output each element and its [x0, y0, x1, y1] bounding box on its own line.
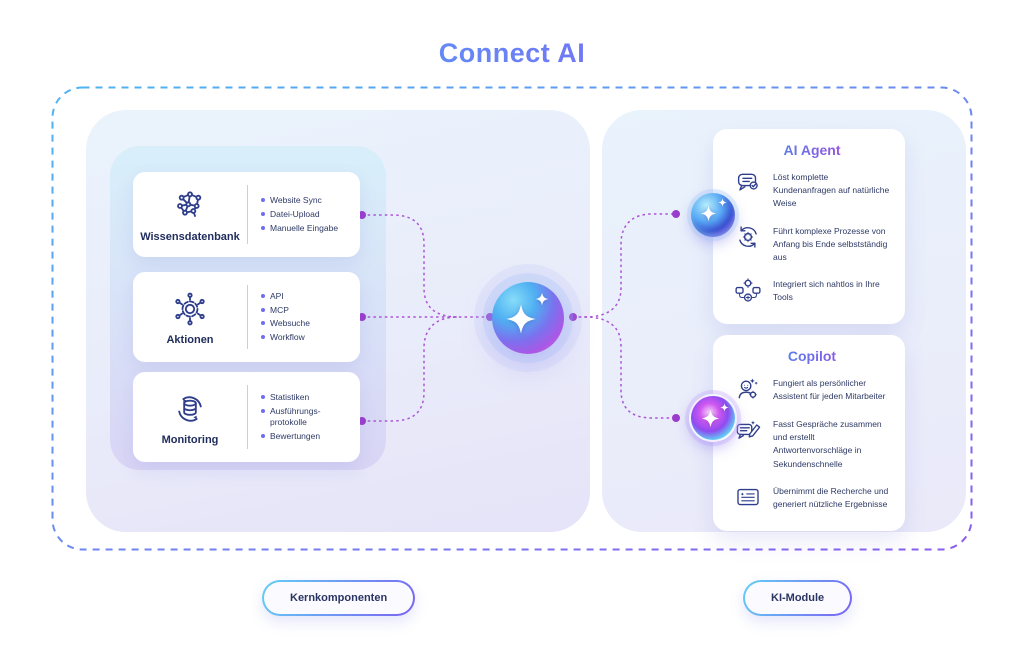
core-card-wissensdatenbank: Wissensdatenbank Website Sync Datei-Uplo…	[133, 172, 360, 257]
copilot-orb	[689, 394, 737, 442]
module-card-ai-agent: AI Agent Löst komplette Kundenanfragen a…	[713, 129, 905, 325]
feature-text: Übernimmt die Recherche und generiert nü…	[773, 485, 889, 509]
core-card-monitoring: Monitoring Statistiken Ausführungs-proto…	[133, 372, 360, 462]
divider	[247, 185, 248, 244]
list-item: Statistiken	[261, 392, 349, 403]
feature-text: Fasst Gespräche zusammen und erstellt An…	[773, 419, 882, 469]
central-ai-orb	[492, 282, 564, 354]
document-lines-icon	[737, 488, 759, 505]
list-item: Workflow	[261, 332, 349, 343]
sparkle-icon	[718, 198, 727, 207]
divider	[247, 285, 248, 349]
pill-label: KI-Module	[745, 582, 851, 614]
kernkomponenten-pill[interactable]: Kernkomponenten	[262, 580, 416, 616]
core-card-label: Wissensdatenbank	[140, 231, 240, 243]
list-item: Bewertungen	[261, 431, 349, 442]
database-sync-icon	[178, 395, 202, 422]
feature-row: Übernimmt die Recherche und generiert nü…	[733, 482, 891, 512]
chat-check-icon	[737, 173, 758, 191]
list-item: MCP	[261, 305, 349, 316]
feature-row: Löst komplette Kundenanfragen auf natürl…	[733, 168, 891, 211]
list-item: Manuelle Eingabe	[261, 223, 349, 234]
process-loop-icon	[739, 225, 757, 248]
module-card-copilot: Copilot Fungiert als persönlicher Assist…	[713, 335, 905, 531]
list-item: Ausführungs-protokolle	[261, 406, 349, 428]
ki-module-pill[interactable]: KI-Module	[743, 580, 853, 616]
feature-row: Fasst Gespräche zusammen und erstellt An…	[733, 415, 891, 471]
sparkle-icon	[701, 409, 720, 428]
list-item: Websuche	[261, 318, 349, 329]
feature-row: Fungiert als persönlicher Assistent für …	[733, 374, 891, 404]
sparkle-icon	[720, 403, 729, 412]
divider	[247, 385, 248, 449]
pill-label: Kernkomponenten	[264, 582, 414, 614]
chat-compose-icon	[736, 420, 761, 439]
core-card-label: Monitoring	[161, 433, 219, 446]
feature-text: Fungiert als persönlicher Assistent für …	[773, 378, 886, 402]
core-card-aktionen: Aktionen API MCP Websuche Workflow	[133, 272, 360, 362]
list-item: API	[261, 291, 349, 302]
ai-agent-orb	[691, 193, 735, 237]
sparkle-icon	[506, 304, 536, 334]
module-title: Copilot	[733, 348, 891, 364]
sparkle-icon	[700, 205, 717, 222]
feature-row: Führt komplexe Prozesse von Anfang bis E…	[733, 222, 891, 265]
module-title: AI Agent	[733, 142, 891, 158]
feature-text: Integriert sich nahtlos in Ihre Tools	[773, 279, 880, 303]
feature-row: Integriert sich nahtlos in Ihre Tools	[733, 275, 891, 305]
feature-text: Löst komplette Kundenanfragen auf natürl…	[773, 172, 890, 209]
list-item: Datei-Upload	[261, 209, 349, 220]
page-title: Connect AI	[0, 38, 1024, 69]
list-item: Website Sync	[261, 195, 349, 206]
feature-text: Führt komplexe Prozesse von Anfang bis E…	[773, 225, 888, 262]
sparkle-icon	[535, 292, 549, 306]
brain-network-icon	[177, 191, 202, 217]
gear-hub-icon	[175, 292, 205, 325]
assistant-person-icon	[738, 378, 758, 399]
tools-integration-icon	[735, 278, 761, 302]
core-card-label: Aktionen	[166, 333, 214, 346]
